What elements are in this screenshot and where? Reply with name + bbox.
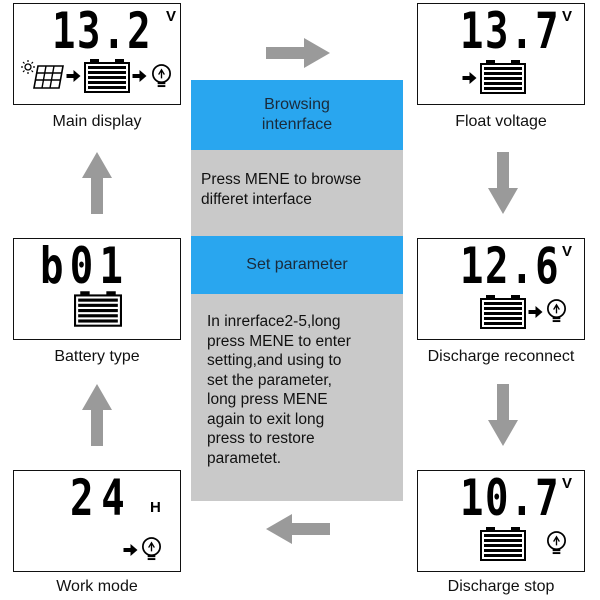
bulb-icon <box>150 64 173 89</box>
browsing-interface-title: Browsing intenrface <box>191 80 403 150</box>
bulb-icon <box>140 537 163 562</box>
bulb-icon <box>545 299 568 324</box>
float-voltage-unit: V <box>562 8 573 25</box>
arrow-right-icon <box>123 544 138 556</box>
browsing-interface-text: Press MENE to browse differet interface <box>201 171 362 208</box>
solar-panel-icon <box>20 60 66 90</box>
arrow-right-icon <box>266 38 330 68</box>
work-mode-screen: 24 H <box>13 469 181 572</box>
set-parameter-text: In inrerface2-5,long press MENE to enter… <box>207 313 351 467</box>
work-mode-unit: H <box>150 499 161 516</box>
battery-type-value: b01 <box>40 237 130 295</box>
main-display-value: 13.2 <box>52 2 153 60</box>
arrow-right-icon <box>528 306 543 318</box>
main-display-unit: V <box>166 8 177 25</box>
battery-icon <box>480 60 526 94</box>
arrow-right-icon <box>66 70 81 82</box>
work-mode-caption: Work mode <box>56 578 138 595</box>
arrow-down-icon <box>488 152 518 214</box>
arrow-up-icon <box>82 152 112 214</box>
battery-type-caption: Battery type <box>54 348 140 365</box>
battery-icon <box>74 291 122 327</box>
browsing-interface-box: Press MENE to browse differet interface <box>191 150 403 236</box>
float-voltage-screen: 13.7 V <box>417 2 585 105</box>
float-voltage-value: 13.7 <box>460 2 561 60</box>
discharge-stop-value: 10.7 <box>460 469 561 527</box>
float-voltage-caption: Float voltage <box>455 113 547 130</box>
battery-icon <box>480 295 526 329</box>
discharge-reconnect-caption: Discharge reconnect <box>427 348 575 365</box>
battery-type-screen: b01 <box>13 237 181 340</box>
arrow-left-icon <box>266 514 330 544</box>
arrow-right-icon <box>132 70 147 82</box>
set-parameter-title: Set parameter <box>191 236 403 294</box>
arrow-up-icon <box>82 384 112 446</box>
bulb-icon <box>545 531 568 556</box>
discharge-stop-unit: V <box>562 475 573 492</box>
work-mode-value: 24 <box>70 469 133 527</box>
arrow-down-icon <box>488 384 518 446</box>
main-display-screen: 13.2 V <box>13 2 181 105</box>
discharge-reconnect-value: 12.6 <box>460 237 561 295</box>
main-display-caption: Main display <box>52 113 142 130</box>
discharge-reconnect-unit: V <box>562 243 573 260</box>
browsing-interface-title-text: Browsing intenrface <box>261 96 333 133</box>
discharge-reconnect-screen: 12.6 V <box>417 237 585 340</box>
discharge-stop-caption: Discharge stop <box>447 578 555 595</box>
arrow-right-icon <box>462 72 477 84</box>
set-parameter-title-text: Set parameter <box>246 256 348 273</box>
battery-icon <box>84 59 130 93</box>
set-parameter-box: In inrerface2-5,long press MENE to enter… <box>191 294 403 501</box>
discharge-stop-screen: 10.7 V <box>417 469 585 572</box>
battery-icon <box>480 527 526 561</box>
